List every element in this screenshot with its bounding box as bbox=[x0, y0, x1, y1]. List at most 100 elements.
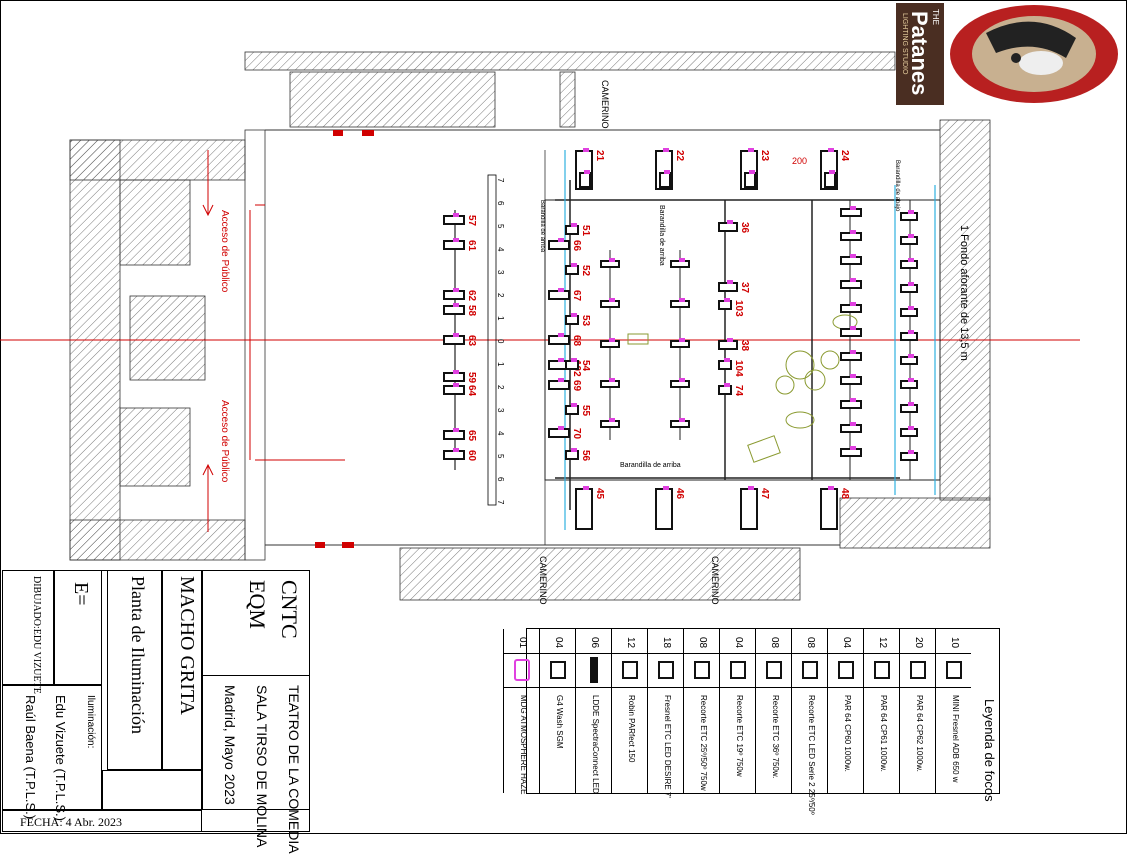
ruler-label: 5 bbox=[496, 224, 505, 229]
legend-qty: 20 bbox=[913, 637, 924, 649]
fixture-number: 62 bbox=[466, 290, 477, 302]
par64-cp62-icon bbox=[910, 661, 926, 679]
haze-number: 200 bbox=[792, 156, 808, 166]
legend-divider bbox=[756, 687, 791, 688]
legend-qty: 18 bbox=[661, 637, 672, 649]
legend-divider bbox=[648, 653, 683, 654]
legend-divider bbox=[504, 687, 539, 688]
fixture-connector bbox=[850, 446, 856, 450]
logo-emblem-icon bbox=[950, 5, 1118, 103]
ruler-label: 3 bbox=[496, 408, 505, 413]
minifresnel-icon bbox=[946, 661, 962, 679]
haze-icon bbox=[514, 659, 530, 681]
fixture-connector bbox=[453, 213, 459, 217]
legend-label: PAR 64 CP61 1000w. bbox=[879, 695, 888, 772]
lighting-fixture bbox=[575, 486, 593, 530]
fixture-connector bbox=[453, 370, 459, 374]
lighting-fixture bbox=[840, 350, 862, 361]
lighting-fixture bbox=[670, 258, 690, 268]
legend-qty: 08 bbox=[805, 637, 816, 649]
legend-label: MINI Fresnel ADB 650 w bbox=[951, 695, 960, 783]
lighting-fixture bbox=[744, 170, 756, 188]
fixture-connector bbox=[908, 234, 914, 238]
legend-divider bbox=[540, 653, 575, 654]
fixture-number: 45 bbox=[594, 488, 605, 500]
lighting-fixture bbox=[840, 446, 862, 457]
fixture-number: 48 bbox=[839, 488, 850, 500]
fixture-connector bbox=[663, 148, 669, 152]
lighting-fixture bbox=[548, 333, 570, 345]
lighting-fixture bbox=[600, 258, 620, 268]
fresnel-led-icon bbox=[658, 661, 674, 679]
fixture-connector bbox=[850, 422, 856, 426]
legend-divider bbox=[864, 687, 899, 688]
recorte-19-icon bbox=[730, 661, 746, 679]
fixture-connector bbox=[908, 210, 914, 214]
legend-qty: 01 bbox=[517, 637, 528, 649]
scale-cell bbox=[54, 570, 102, 685]
legend-title: Leyenda de focos bbox=[982, 699, 997, 802]
fixture-connector bbox=[908, 258, 914, 262]
legend-divider bbox=[792, 687, 827, 688]
fixture-connector bbox=[609, 298, 615, 302]
legend-divider bbox=[576, 687, 611, 688]
lighting-fixture bbox=[900, 426, 918, 437]
fixture-connector bbox=[850, 398, 856, 402]
lighting-fixture bbox=[840, 374, 862, 385]
door-marker bbox=[315, 542, 325, 548]
play-cell bbox=[162, 570, 202, 770]
legend-divider bbox=[504, 653, 539, 654]
ruler-label: 1 bbox=[496, 362, 505, 367]
legend-divider bbox=[720, 687, 755, 688]
fixture-connector bbox=[727, 220, 733, 224]
lighting-fixture bbox=[740, 486, 758, 530]
fixture-connector bbox=[583, 486, 589, 490]
fixture-connector bbox=[749, 170, 755, 174]
lighting-fixture bbox=[900, 282, 918, 293]
ruler-label: 0 bbox=[496, 339, 505, 344]
fixture-connector bbox=[908, 378, 914, 382]
blank-cell bbox=[102, 770, 202, 810]
lighting-fixture bbox=[443, 303, 465, 315]
lighting-label: Iluminación: bbox=[85, 695, 96, 749]
legend-divider bbox=[936, 687, 971, 688]
legend-label: Recorte ETC LED Serie 2 25º/50º bbox=[807, 695, 816, 815]
fixture-connector bbox=[609, 378, 615, 382]
theatre-cell bbox=[202, 675, 310, 810]
drawn-by: DIBUJADO:EDU VIZUETE bbox=[31, 576, 42, 694]
lighting-fixture bbox=[548, 288, 570, 300]
logo-band: THE Patanes LIGHTING STUDIO bbox=[896, 3, 944, 105]
legend-label: Robin PARfect 150 bbox=[627, 695, 636, 763]
fixture-number: 56 bbox=[580, 450, 591, 462]
fixture-connector bbox=[724, 298, 730, 302]
lighting-fixture bbox=[900, 402, 918, 413]
fixture-number: 103 bbox=[733, 300, 744, 317]
legend-qty: 12 bbox=[625, 637, 636, 649]
fixture-number: 59 bbox=[466, 372, 477, 384]
fixture-number: 38 bbox=[739, 340, 750, 352]
fixture-connector bbox=[453, 428, 459, 432]
fixture-connector bbox=[724, 358, 730, 362]
lighting-fixture bbox=[900, 210, 918, 221]
lighting-fixture bbox=[565, 358, 579, 370]
stage-rigging bbox=[454, 150, 941, 530]
legend-divider bbox=[756, 653, 791, 654]
fixture-connector bbox=[453, 383, 459, 387]
ruler-label: 4 bbox=[496, 247, 505, 252]
fixture-number: 58 bbox=[466, 305, 477, 317]
fecha: FECHA: 4 Abr. 2023 bbox=[20, 815, 123, 829]
fixture-number: 63 bbox=[466, 335, 477, 347]
lighting-fixture bbox=[840, 422, 862, 433]
recorte-36-icon bbox=[766, 661, 782, 679]
fixture-number: 64 bbox=[466, 385, 477, 397]
fixture-number: 57 bbox=[466, 215, 477, 227]
fixture-number: 52 bbox=[580, 265, 591, 277]
lighting-fixture bbox=[840, 398, 862, 409]
fixture-connector bbox=[571, 358, 577, 362]
fixture-connector bbox=[908, 450, 914, 454]
